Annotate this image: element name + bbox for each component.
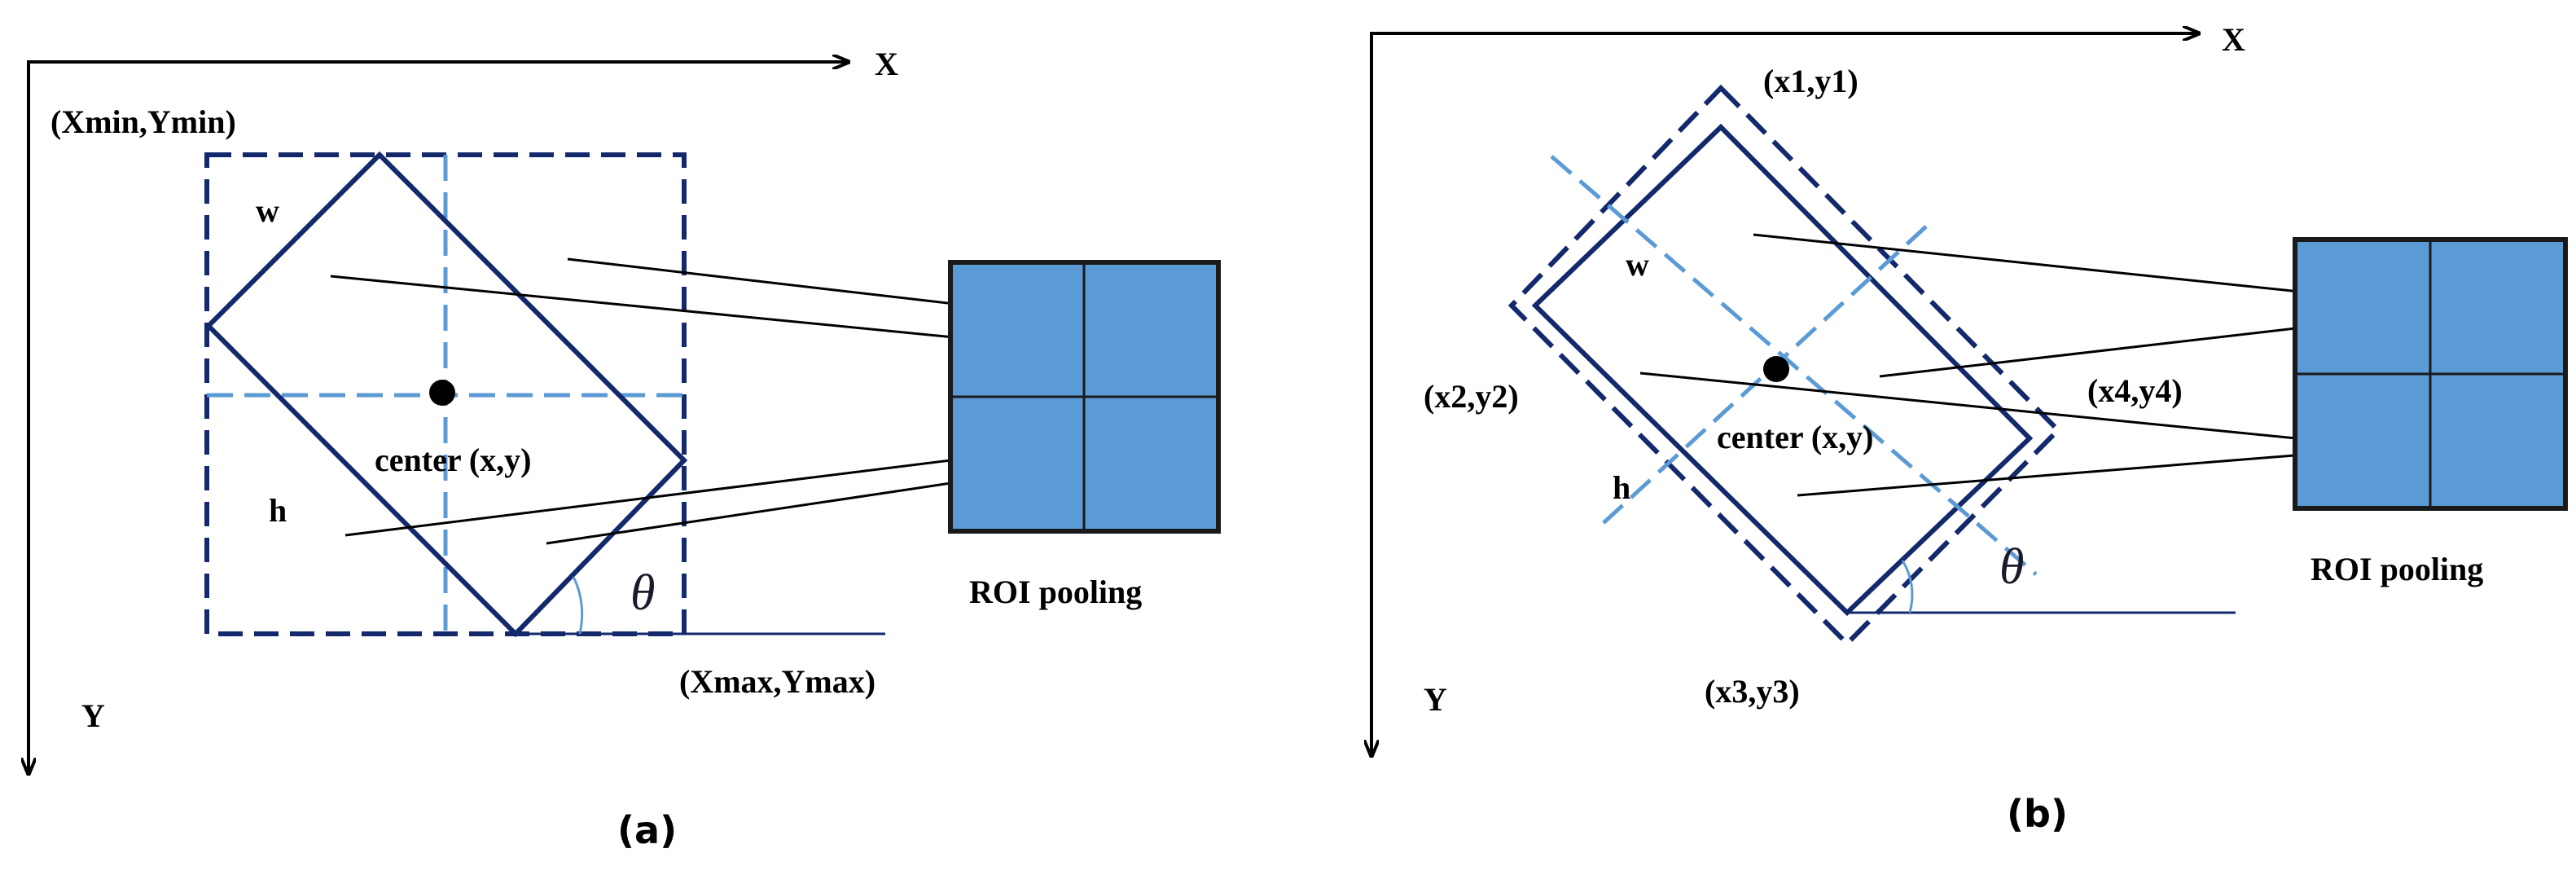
- panel-a-x-label: X: [875, 46, 898, 82]
- panel-b-arrow-3: [1639, 372, 2379, 450]
- panel-b-p3-label: (x3,y3): [1705, 673, 1800, 710]
- panel-b-theta-label: θ: [1999, 539, 2024, 595]
- panel-b-outer-dashed-box: [1507, 84, 2062, 648]
- panel-b-x-label: X: [2222, 21, 2245, 58]
- panel-b-center-label: center (x,y): [1717, 419, 1874, 455]
- panel-b-h-label: h: [1613, 469, 1630, 506]
- panel-a-center-label: center (x,y): [375, 442, 532, 478]
- panel-a-roi-pool-grid: [948, 260, 1221, 534]
- panel-a-theta-arc: [572, 576, 584, 635]
- panel-a: X Y (Xmin,Ymin) (Xmax,Ymax) w h center (…: [27, 46, 1221, 852]
- panel-b-p1-label: (x1,y1): [1763, 63, 1858, 99]
- panel-a-top-left-label: (Xmin,Ymin): [50, 103, 236, 140]
- panel-a-arrow-3: [344, 449, 1017, 537]
- panel-b-p2-label: (x2,y2): [1424, 378, 1519, 415]
- panel-a-arrow-1: [330, 275, 1029, 348]
- panel-b-caption: (b): [2007, 792, 2068, 836]
- panel-a-theta-label: θ: [630, 565, 655, 621]
- panel-b: X Y (x1,y1) (x2,y2) (x3,y3) (x4,y4) w: [1371, 21, 2568, 836]
- panel-b-y-label: Y: [1424, 681, 1447, 718]
- panel-a-pool-label: ROI pooling: [969, 574, 1142, 610]
- panel-a-h-label: h: [269, 492, 287, 529]
- panel-b-arrow-1: [1753, 233, 2379, 303]
- panel-b-center-point: [1763, 356, 1789, 382]
- panel-a-y-label: Y: [81, 697, 105, 734]
- panel-a-center-point: [429, 380, 455, 406]
- panel-b-p4-label: (x4,y4): [2087, 372, 2183, 409]
- panel-b-roi-pool-grid: [2293, 237, 2568, 511]
- panel-b-pool-label: ROI pooling: [2311, 551, 2483, 587]
- panel-b-theta-arc: [1901, 560, 1914, 613]
- panel-b-w-label: w: [1626, 246, 1649, 283]
- panel-a-caption: (a): [617, 808, 677, 852]
- panel-b-center-line-1: [1550, 155, 2038, 576]
- panel-a-bottom-right-label: (Xmax,Ymax): [679, 663, 875, 700]
- panel-a-w-label: w: [256, 192, 279, 229]
